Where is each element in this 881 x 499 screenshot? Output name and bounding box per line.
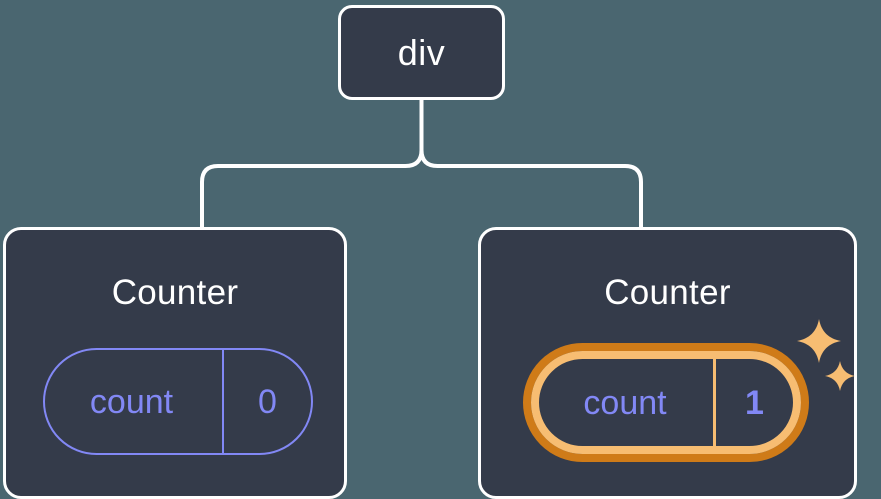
state-pill-right[interactable]: count 1 — [523, 343, 809, 462]
node-div[interactable]: div — [338, 5, 505, 100]
state-value-left: 0 — [222, 350, 311, 453]
state-pill-left[interactable]: count 0 — [43, 348, 313, 455]
node-counter-left-title: Counter — [111, 273, 239, 312]
node-counter-left[interactable]: Counter count 0 — [3, 227, 347, 499]
node-counter-right-title: Counter — [604, 273, 731, 312]
state-key-left: count — [89, 382, 174, 421]
state-key-right: count — [583, 383, 667, 422]
node-div-label: div — [397, 31, 446, 73]
state-pill-right-body: count 1 — [531, 351, 801, 454]
state-value-right: 1 — [713, 359, 793, 446]
state-pill-left-body: count 0 — [43, 348, 313, 455]
state-pill-right-outer-ring: count 1 — [523, 343, 809, 462]
node-counter-right[interactable]: Counter count 1 — [478, 227, 857, 499]
